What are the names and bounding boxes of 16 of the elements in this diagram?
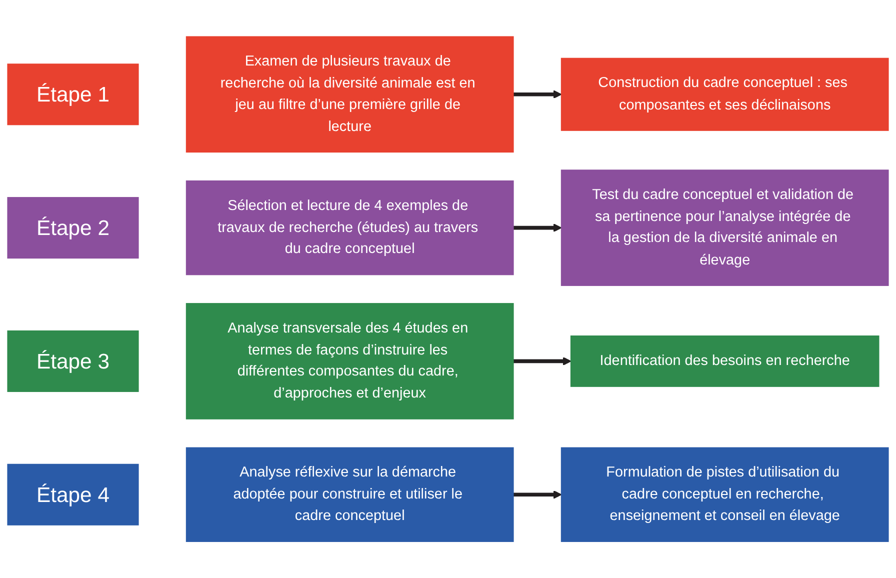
arrow [513, 223, 562, 232]
arrow [513, 356, 572, 366]
node-box: Analyse transversale des 4 études en termes de façons d’instruire les différentes composantes du cadre, d’approches et d’enjeux [186, 302, 514, 420]
node-box: Étape 4 [7, 464, 139, 526]
node-box: Étape 2 [7, 196, 139, 258]
node-box: Construction du cadre conceptuel : ses composantes et ses déclinaisons [560, 58, 889, 131]
node-box: Sélection et lecture de 4 exemples de travaux de recherche (études) au travers du cadre conceptuel [186, 180, 514, 276]
node-box: Identification des besoins en recherche [570, 335, 880, 387]
node-box: Formulation de pistes d’utilisation du cadre conceptuel en recherche, enseignement et conseil en élevage [560, 447, 889, 542]
node-box: Test du cadre conceptuel et validation de sa pertinence pour l’analyse intégrée de la gestion de la diversité animale en élevage [560, 170, 889, 286]
node-box: Examen de plusieurs travaux de recherche où la diversité animale est en jeu au filtre d’une première grille de lecture [186, 36, 514, 152]
arrow [513, 90, 562, 99]
node-box: Étape 1 [7, 64, 139, 126]
node-box: Étape 3 [7, 330, 139, 392]
node-box: Analyse réflexive sur la démarche adoptée pour construire et utiliser le cadre conceptuel [186, 447, 514, 542]
arrow [513, 490, 562, 499]
